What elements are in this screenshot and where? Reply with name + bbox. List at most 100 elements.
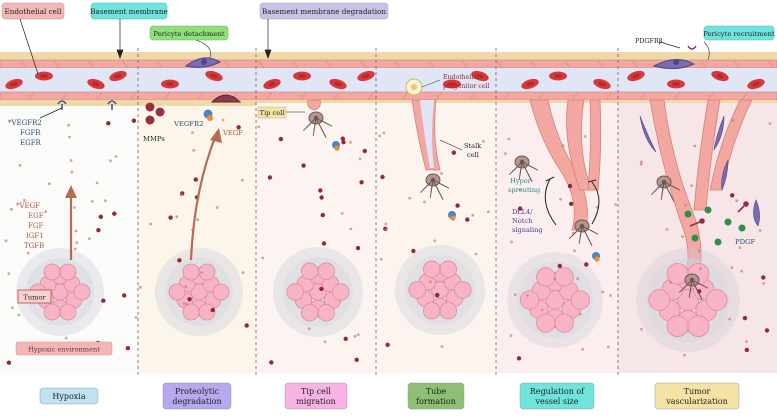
vegf-dot [731,119,735,122]
pericyte-bump-icon [210,94,242,103]
vegf-dot [362,148,367,154]
endothelial-progenitor-cell-icon [405,78,441,96]
vegf-dot [67,123,70,127]
red-blood-cell [35,71,53,81]
tip-cell-icon [650,175,681,202]
vegf-dot [471,213,475,217]
vegf-dot [23,198,26,202]
label-vegfr2: VEGFR2 [173,120,203,128]
stage-label-text: vessel size [535,397,579,406]
mmps-icon [145,102,165,125]
vegf-dot [576,277,580,281]
vegf-dot [486,210,490,214]
pericyte-detach-arrow [195,39,212,59]
vegf-dot [557,263,562,269]
tumor-icon [395,245,485,335]
vegf-dot [236,125,241,130]
vegf-dot [70,170,74,174]
red-blood-cell [357,70,375,82]
stage-label-text: degradation [172,397,221,406]
vegf-dot [182,302,186,305]
receptors-panel1 [57,100,117,110]
top-labels: Endothelial cell Basement membrane Basem… [1,2,775,45]
vegf-dot [26,251,30,255]
vegf-dot [114,155,118,158]
vegf-dot [168,215,173,220]
vegf-dot [697,249,701,253]
basement-membrane-bottom [0,100,256,106]
vegf-dot [17,313,21,317]
red-blood-cell [747,78,765,90]
vegf-dot [44,210,47,213]
vegf-dot [411,248,416,254]
vegf-dot [125,346,131,351]
vegf-dot [149,222,153,226]
vegf-dot [179,193,183,197]
vegf-dot [307,327,311,330]
stage-label-text: Tube [426,387,447,396]
vegf-dot [482,140,485,143]
vegf-dot [735,199,739,203]
vegf-dot [504,152,507,156]
tip-cell-icon [419,173,450,200]
top-label-pointers [19,18,681,75]
vegf-dot [730,193,735,198]
stage-label-text: vascularization [665,397,727,406]
factor-label-egf: EGF [28,212,44,220]
vegf-dot [359,180,364,185]
vegf-dot [665,228,669,231]
vegf-dot [240,178,244,182]
tumor-icon [155,248,243,336]
vegf-dot [73,247,77,251]
vegf-dot [465,217,470,222]
vegf-dot [758,229,762,232]
vegf-dot [553,277,556,280]
vegf-dot [191,131,194,135]
receptor-label-vegfr2: *VEGFR2 [8,119,42,127]
annotations: *VEGFR2 FGFR EGFR *VEGF EGF FGF IGF1 TGF… [8,74,755,356]
vegf-dot [340,212,344,215]
vegf-dot [301,163,306,168]
sprout-regulation-c [587,99,602,191]
vegf-gradient-arrows [65,128,222,261]
vegf-dot [699,267,702,270]
vegf-dot [380,174,385,180]
vegf-dot [192,148,196,152]
vegf-dot [379,257,383,261]
vegf-dot [69,159,73,162]
vegf-dot [193,177,198,182]
red-blood-cell [549,71,567,81]
stage-label-text: Tip cell [301,387,331,396]
vegf-dot [6,360,12,365]
vegf-dot [614,203,618,207]
vegf-dot [742,315,748,321]
vegf-dot [109,159,112,163]
vegf-dot [583,135,587,138]
vegf-dot [7,272,11,276]
label-basement-membrane: Basement membrane [90,7,167,16]
vegf-dot [343,336,348,341]
vegf-dot [210,307,215,313]
label-tip-cell: Tip cell [260,109,285,117]
tumor-icon [273,247,363,337]
vegf-dot [112,211,117,216]
vegf-dot [578,312,582,316]
vegf-dot [581,347,585,351]
vegf-dot [184,285,188,288]
label-stalk-line1: Stalk [464,142,482,150]
vegf-dot [95,181,99,185]
red-blood-cell [5,78,23,90]
tumor-icon [16,248,104,336]
vegf-dot [18,163,22,167]
label-pdgf: PDGF [735,238,755,246]
factor-label-fgf: FGF [28,222,43,230]
vegf-dot [584,262,589,267]
vegf-dot [73,206,76,209]
vegf-dot [10,207,13,211]
red-blood-cell [329,78,347,90]
tip-cell-icon [678,273,709,300]
label-epc-line2: progenitor cell [443,83,489,90]
vegf-dot [90,200,94,203]
vegf-dot [187,297,192,302]
